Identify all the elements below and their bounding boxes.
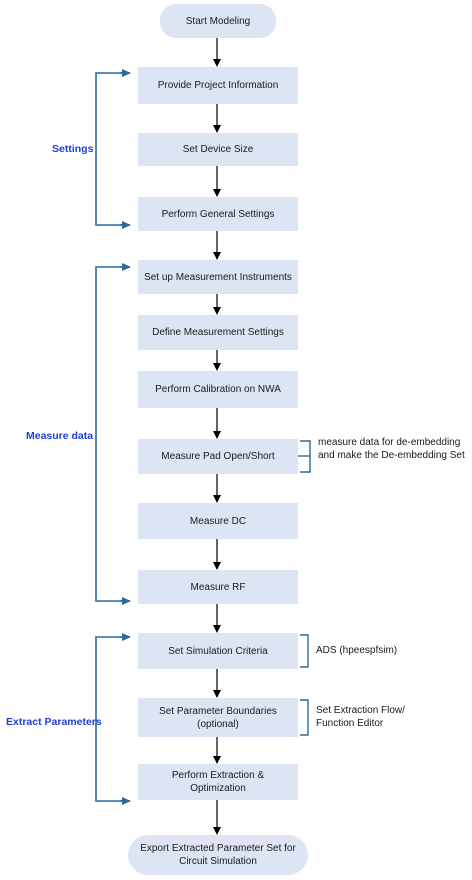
extraction-node: Perform Extraction & Optimization	[138, 764, 298, 800]
measure-dc-node: Measure DC	[138, 503, 298, 539]
note-bracket-flow	[300, 699, 309, 736]
bracket-measure	[95, 263, 131, 605]
note-bracket-deembed	[296, 440, 311, 473]
group-label-settings: Settings	[52, 143, 94, 155]
device-size-node: Set Device Size	[138, 133, 298, 166]
start-node: Start Modeling	[160, 4, 276, 38]
measure-rf-node: Measure RF	[138, 570, 298, 604]
bracket-settings	[95, 69, 131, 229]
pad-open-short-node: Measure Pad Open/Short	[138, 439, 298, 474]
note-ads: ADS (hpeespfsim)	[316, 645, 398, 656]
bracket-extract	[95, 633, 131, 805]
sim-criteria-node: Set Simulation Criteria	[138, 633, 298, 669]
measurement-settings-node: Define Measurement Settings	[138, 315, 298, 350]
group-label-measure: Measure data	[26, 430, 94, 442]
note-bracket-ads	[300, 634, 309, 668]
general-settings-node: Perform General Settings	[138, 197, 298, 231]
export-node: Export Extracted Parameter Set for Circu…	[128, 835, 308, 875]
param-bounds-node: Set Parameter Boundaries (optional)	[138, 698, 298, 737]
project-info-node: Provide Project Information	[138, 67, 298, 104]
instruments-node: Set up Measurement Instruments	[138, 260, 298, 294]
group-label-extract: Extract Parameters	[6, 716, 102, 728]
calibration-node: Perform Calibration on NWA	[138, 371, 298, 408]
note-flow: Set Extraction Flow/ Function Editor	[316, 705, 405, 729]
note-deembed: measure data for de-embedding and make t…	[318, 437, 465, 461]
